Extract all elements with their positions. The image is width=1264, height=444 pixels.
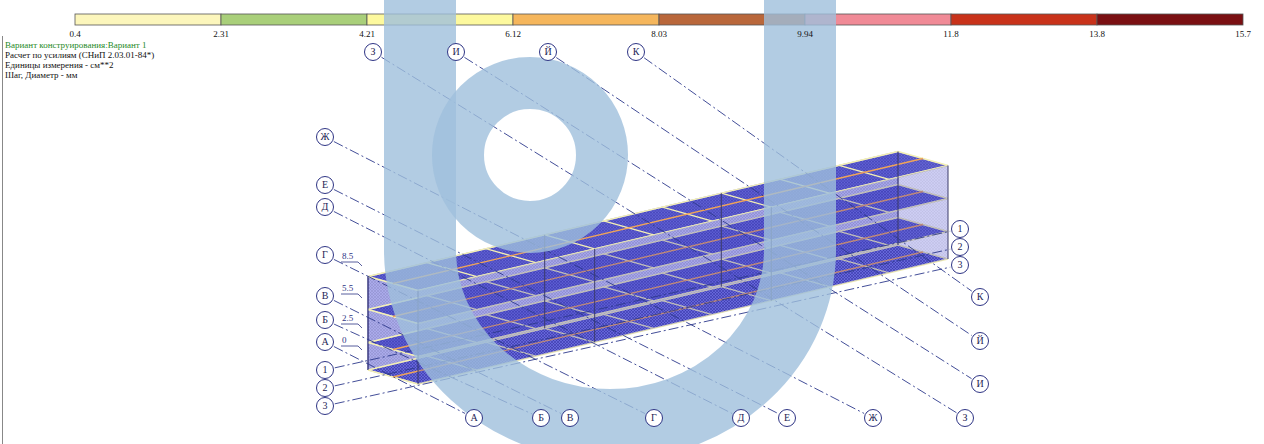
axis-name: К	[633, 47, 640, 57]
axis-name: 2	[958, 242, 963, 252]
axis-name: 3	[323, 401, 328, 411]
scale-value: 2.31	[213, 29, 229, 39]
axis-name: В	[567, 413, 574, 423]
scale-value: 15.7	[1235, 29, 1251, 39]
scale-value: 0.4	[69, 29, 80, 39]
axis-name: А	[470, 413, 477, 423]
axis-bubble: В	[316, 287, 334, 305]
axis-bubble: И	[971, 375, 989, 393]
axis-bubble: Г	[316, 246, 334, 264]
elevation-label: 8.5	[341, 251, 354, 261]
axis-name: Е	[322, 180, 328, 190]
axis-bubble: А	[316, 333, 334, 351]
axis-bubble: И	[447, 43, 465, 61]
axis-bubble: 2	[316, 379, 334, 397]
axis-name: В	[322, 291, 329, 301]
axis-bubble: Й	[971, 332, 989, 350]
axis-name: Й	[976, 336, 983, 346]
axis-name: Ж	[321, 132, 330, 142]
scale-value: 13.8	[1089, 29, 1105, 39]
header-line: Вариант конструирования:Вариант 1	[5, 40, 146, 50]
scale-value: 9.94	[797, 29, 813, 39]
axis-bubble: Е	[778, 409, 796, 427]
axis-bubble: Й	[539, 43, 557, 61]
scale-value: 6.12	[505, 29, 521, 39]
axis-name: Д	[738, 413, 745, 423]
scale-value: 4.21	[359, 29, 375, 39]
axis-name: К	[977, 292, 984, 302]
axis-bubble: Д	[732, 409, 750, 427]
axis-name: З	[962, 413, 967, 423]
axis-bubble: Б	[316, 311, 334, 329]
color-scale	[75, 14, 1243, 25]
axis-name: Д	[322, 202, 329, 212]
axis-bubble: 1	[316, 361, 334, 379]
axis-bubble: З	[364, 43, 382, 61]
axis-bubble: Д	[316, 198, 334, 216]
axis-bubble: 2	[951, 238, 969, 256]
axis-name: И	[452, 47, 459, 57]
elevation-label: 5.5	[341, 283, 354, 293]
axis-bubble: В	[561, 409, 579, 427]
elevation-label: 2.5	[341, 313, 354, 323]
axis-bubble: Е	[316, 176, 334, 194]
axis-bubble: З	[956, 409, 974, 427]
elevation-marks	[341, 262, 362, 350]
header-line: Единицы измерения - см**2	[5, 60, 114, 70]
axis-bubble: К	[971, 288, 989, 306]
header-line: Шаг, Диаметр - мм	[5, 70, 77, 80]
axis-bubble: 3	[316, 397, 334, 415]
axis-name: Е	[784, 413, 790, 423]
axis-name: Ж	[869, 413, 878, 423]
axis-bubble: 3	[951, 256, 969, 274]
scale-value: 8.03	[651, 29, 667, 39]
axis-bubble: Б	[532, 409, 550, 427]
axis-bubble: Г	[645, 409, 663, 427]
axis-name: Б	[322, 315, 328, 325]
axis-bubble: А	[465, 409, 483, 427]
axis-name: З	[370, 47, 375, 57]
axis-name: Г	[322, 250, 328, 260]
axis-name: И	[976, 379, 983, 389]
axis-bubble: Ж	[864, 409, 882, 427]
scale-value: 11.8	[943, 29, 958, 39]
axis-name: Г	[651, 413, 657, 423]
axis-name: Й	[544, 47, 551, 57]
axis-bubble: Ж	[316, 128, 334, 146]
axis-name: А	[321, 337, 328, 347]
axis-bubble: 1	[951, 220, 969, 238]
frame-line	[2, 36, 3, 444]
axis-name: 2	[323, 383, 328, 393]
axis-name: 3	[958, 260, 963, 270]
header-line: Расчет по усилиям (СНиП 2.03.01-84*)	[5, 50, 154, 60]
axis-bubble: К	[627, 43, 645, 61]
axis-name: 1	[323, 365, 328, 375]
elevation-label: 0	[341, 335, 348, 345]
axis-name: Б	[538, 413, 544, 423]
axis-name: 1	[958, 224, 963, 234]
